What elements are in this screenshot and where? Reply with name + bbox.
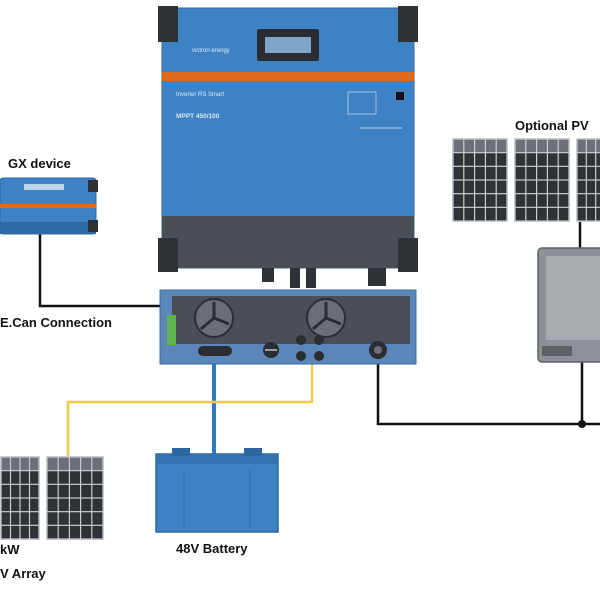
array-panel-1	[0, 456, 40, 540]
battery: 48V Battery	[155, 448, 279, 556]
vecan-label: E.Can Connection	[0, 315, 112, 330]
optional-pv-panel-1	[452, 138, 508, 222]
pv-connector-2	[314, 335, 324, 345]
battery-terminal-pos	[244, 448, 262, 456]
display-screen	[265, 37, 311, 53]
pv-array	[0, 456, 104, 540]
optional-pv-panel-2	[514, 138, 570, 222]
pv-array-cable	[66, 348, 314, 458]
gland-1	[262, 268, 274, 282]
model-line2: MPPT 450/100	[176, 113, 220, 120]
gland-3	[306, 268, 316, 288]
battery-terminal-neg	[172, 448, 190, 456]
gland-4	[368, 268, 386, 286]
vecan-terminal	[167, 315, 176, 345]
wires	[38, 222, 600, 458]
corner-br	[398, 238, 418, 272]
array-label-line1: kW	[0, 542, 20, 557]
vecan-cable	[38, 234, 165, 308]
brand-text: victron energy	[192, 48, 230, 54]
array-label-line2: V Array	[0, 566, 47, 581]
info-box	[347, 91, 377, 115]
ac-output-cable	[376, 352, 600, 426]
battery-terminal	[198, 346, 232, 356]
inverter-rs-smart: victron energy Inverter RS Smart MPPT 45…	[158, 6, 418, 288]
orange-stripe	[162, 72, 414, 81]
corner-tl	[158, 6, 178, 42]
gland-2	[290, 268, 300, 288]
pv-connector-1	[296, 335, 306, 345]
corner-tr	[398, 6, 418, 42]
optional-pv-panels: Optional PV	[452, 118, 600, 222]
model-line1: Inverter RS Smart	[176, 92, 224, 98]
pv-charger	[537, 247, 600, 363]
pv-connector-3	[296, 351, 306, 361]
pv-connector-4	[314, 351, 324, 361]
corner-bl	[158, 238, 178, 272]
array-panel-2	[46, 456, 104, 540]
connection-box	[159, 289, 417, 365]
optional-pv-panel-3	[576, 138, 600, 222]
battery-label: 48V Battery	[176, 541, 248, 556]
optional-pv-label: Optional PV	[515, 118, 589, 133]
gx-device-label: GX device	[8, 156, 71, 171]
gx-device: GX device	[0, 156, 98, 235]
heatsink-panel	[162, 216, 414, 268]
status-led	[396, 92, 404, 100]
